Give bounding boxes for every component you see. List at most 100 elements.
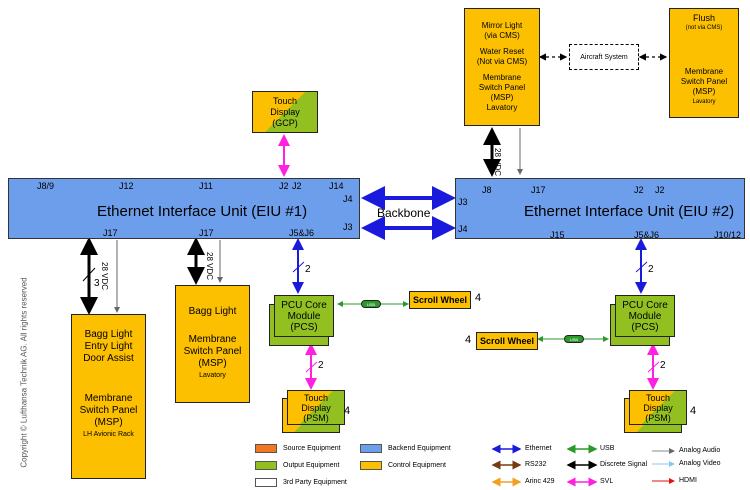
touch-display-psm-1: Touch Display (PSM) <box>287 390 345 425</box>
lav-line6: Switch Panel <box>478 83 526 92</box>
legend-third-party-swatch <box>255 478 277 487</box>
usb-tag-2: USB <box>564 335 584 343</box>
legend-usb-label: USB <box>600 445 615 452</box>
eiu1-port-j11: J11 <box>199 181 213 191</box>
eiu1-port-j3: J3 <box>343 222 353 232</box>
lav-line2: (via CMS) <box>484 31 520 40</box>
scroll-wheel-1-count: 4 <box>475 292 482 304</box>
flush-line6: Lavatory <box>692 99 716 105</box>
legend-svl-label: SVL <box>600 478 614 485</box>
psm1-line2: Display <box>301 402 331 413</box>
legend-third-party-label: 3rd Party Equipment <box>283 479 347 486</box>
touch-display-psm-2: Touch Display (PSM) <box>629 390 687 425</box>
backbone-label: Backbone <box>377 206 431 220</box>
usb-tag-2-label: USB <box>569 336 579 342</box>
bundle-slash-2b <box>635 261 648 273</box>
bundle-count-2c: 2 <box>318 360 324 371</box>
bundle-count-3: 3 <box>94 278 100 289</box>
bagg-light-panel-lavatory: Bagg Light Membrane Switch Panel (MSP) L… <box>175 285 250 403</box>
touch-display-gcp: Touch Display (GCP) <box>252 91 318 133</box>
legend-ethernet-label: Ethernet <box>525 445 552 452</box>
eiu2-port-j4: J4 <box>458 224 468 234</box>
pcu1-line1: PCU Core <box>281 299 327 311</box>
psm2-line3: (PSM) <box>645 412 671 423</box>
lav-line4: (Not via CMS) <box>476 57 528 66</box>
psm-1-count: 4 <box>344 405 351 417</box>
legend-backend-swatch <box>360 444 382 453</box>
eiu2-port-j2b: J2 <box>655 185 665 195</box>
eiu1-port-j17b: J17 <box>199 228 214 238</box>
legend-arinc-label: Arinc 429 <box>525 478 555 485</box>
legend-output-label: Output Equipment <box>283 462 340 469</box>
scroll-wheel-1: Scroll Wheel <box>409 291 471 309</box>
legend-source-swatch <box>255 444 277 453</box>
lav-line8: Lavatory <box>486 103 518 112</box>
scroll-wheel-2: Scroll Wheel <box>476 332 538 350</box>
psm2-line2: Display <box>643 402 673 413</box>
pcu-core-module-2: PCU Core Module (PCS) <box>615 295 675 337</box>
pcu-core-module-1: PCU Core Module (PCS) <box>274 295 334 337</box>
psm1-line1: Touch <box>303 392 329 403</box>
legend-source-label: Source Equipment <box>283 445 341 452</box>
lav-line3: Water Reset <box>479 47 525 56</box>
flush-line3: Membrane <box>684 67 724 76</box>
flush-msp-panel: Flush (not via CMS) Membrane Switch Pane… <box>669 8 739 118</box>
vdc-label-bagg1: 28 VDC <box>100 262 109 291</box>
eiu2-port-j3: J3 <box>458 197 468 207</box>
legend-analog-audio-label: Analog Audio <box>679 447 721 454</box>
bagg1-line7: LH Avionic Rack <box>83 431 134 438</box>
pcu2-line2: Module <box>628 310 662 322</box>
legend-control-label: Control Equipment <box>388 462 446 469</box>
psm2-line1: Touch <box>645 392 671 403</box>
eiu2-port-j5j6: J5&J6 <box>634 230 660 240</box>
eiu2-port-j8: J8 <box>482 185 492 195</box>
bagg2-line5: Lavatory <box>199 372 226 379</box>
aircraft-system-label: Aircraft System <box>580 53 628 61</box>
legend-hdmi-label: HDMI <box>679 477 697 484</box>
bagg1-line5: Switch Panel <box>79 405 138 416</box>
eiu1-port-j5j6: J5&J6 <box>289 228 315 238</box>
pcu1-line2: Module <box>287 310 321 322</box>
bundle-slash-2a <box>292 261 305 273</box>
eiu-2: J8 J17 J2 J2 J3 J4 Ethernet Interface Un… <box>455 178 745 240</box>
flush-line2: (not via CMS) <box>685 25 723 31</box>
bagg1-line3: Door Assist <box>83 353 134 364</box>
legend-output-swatch <box>255 461 277 470</box>
gcp-line2: Display <box>270 106 300 117</box>
bagg1-line2: Entry Light <box>84 341 133 352</box>
eiu2-port-j2a: J2 <box>634 185 644 195</box>
eiu1-title: Ethernet Interface Unit (EIU #1) <box>97 203 308 220</box>
pcu1-line3: (PCS) <box>290 321 318 333</box>
bagg2-line3: Switch Panel <box>183 346 242 357</box>
bundle-slash-2c <box>305 361 318 373</box>
flush-line1: Flush <box>692 13 715 23</box>
eiu1-port-j2a: J2 <box>279 181 289 191</box>
bagg-light-panel-lh-avionic: Bagg Light Entry Light Door Assist Membr… <box>71 314 146 479</box>
psm1-line3: (PSM) <box>303 412 329 423</box>
bundle-count-2a: 2 <box>305 264 311 275</box>
eiu2-port-j17: J17 <box>531 185 546 195</box>
usb-tag-1-label: USB <box>366 301 376 307</box>
vdc-label-bagg2: 28 VDC <box>205 252 214 281</box>
eiu1-port-j8-9: J8/9 <box>37 181 55 191</box>
eiu1-port-j17a: J17 <box>103 228 118 238</box>
scroll-wheel-2-count: 4 <box>465 334 472 346</box>
bundle-slash-3 <box>82 267 96 282</box>
lavatory-msp-panel: Mirror Light (via CMS) Water Reset (Not … <box>464 8 540 126</box>
eiu1-port-j2b: J2 <box>292 181 302 191</box>
vdc-label-lav: 28 VDC <box>493 148 502 177</box>
legend-rs232-label: RS232 <box>525 461 547 468</box>
pcu2-line1: PCU Core <box>622 299 668 311</box>
eiu-1: J8/9 J12 J11 J2 J2 J14 J4 J3 Ethernet In… <box>8 178 360 239</box>
bagg2-line1: Bagg Light <box>188 306 237 317</box>
gcp-line1: Touch <box>272 95 298 106</box>
bagg1-line1: Bagg Light <box>84 329 133 340</box>
aircraft-system-box: Aircraft System <box>569 44 639 70</box>
legend-analog-video-label: Analog Video <box>679 460 721 467</box>
bagg2-line2: Membrane <box>188 334 237 345</box>
lav-line1: Mirror Light <box>481 21 523 30</box>
bagg1-line4: Membrane <box>84 393 133 404</box>
bagg2-line4: (MSP) <box>198 358 227 369</box>
scroll-wheel-1-label: Scroll Wheel <box>412 295 467 305</box>
